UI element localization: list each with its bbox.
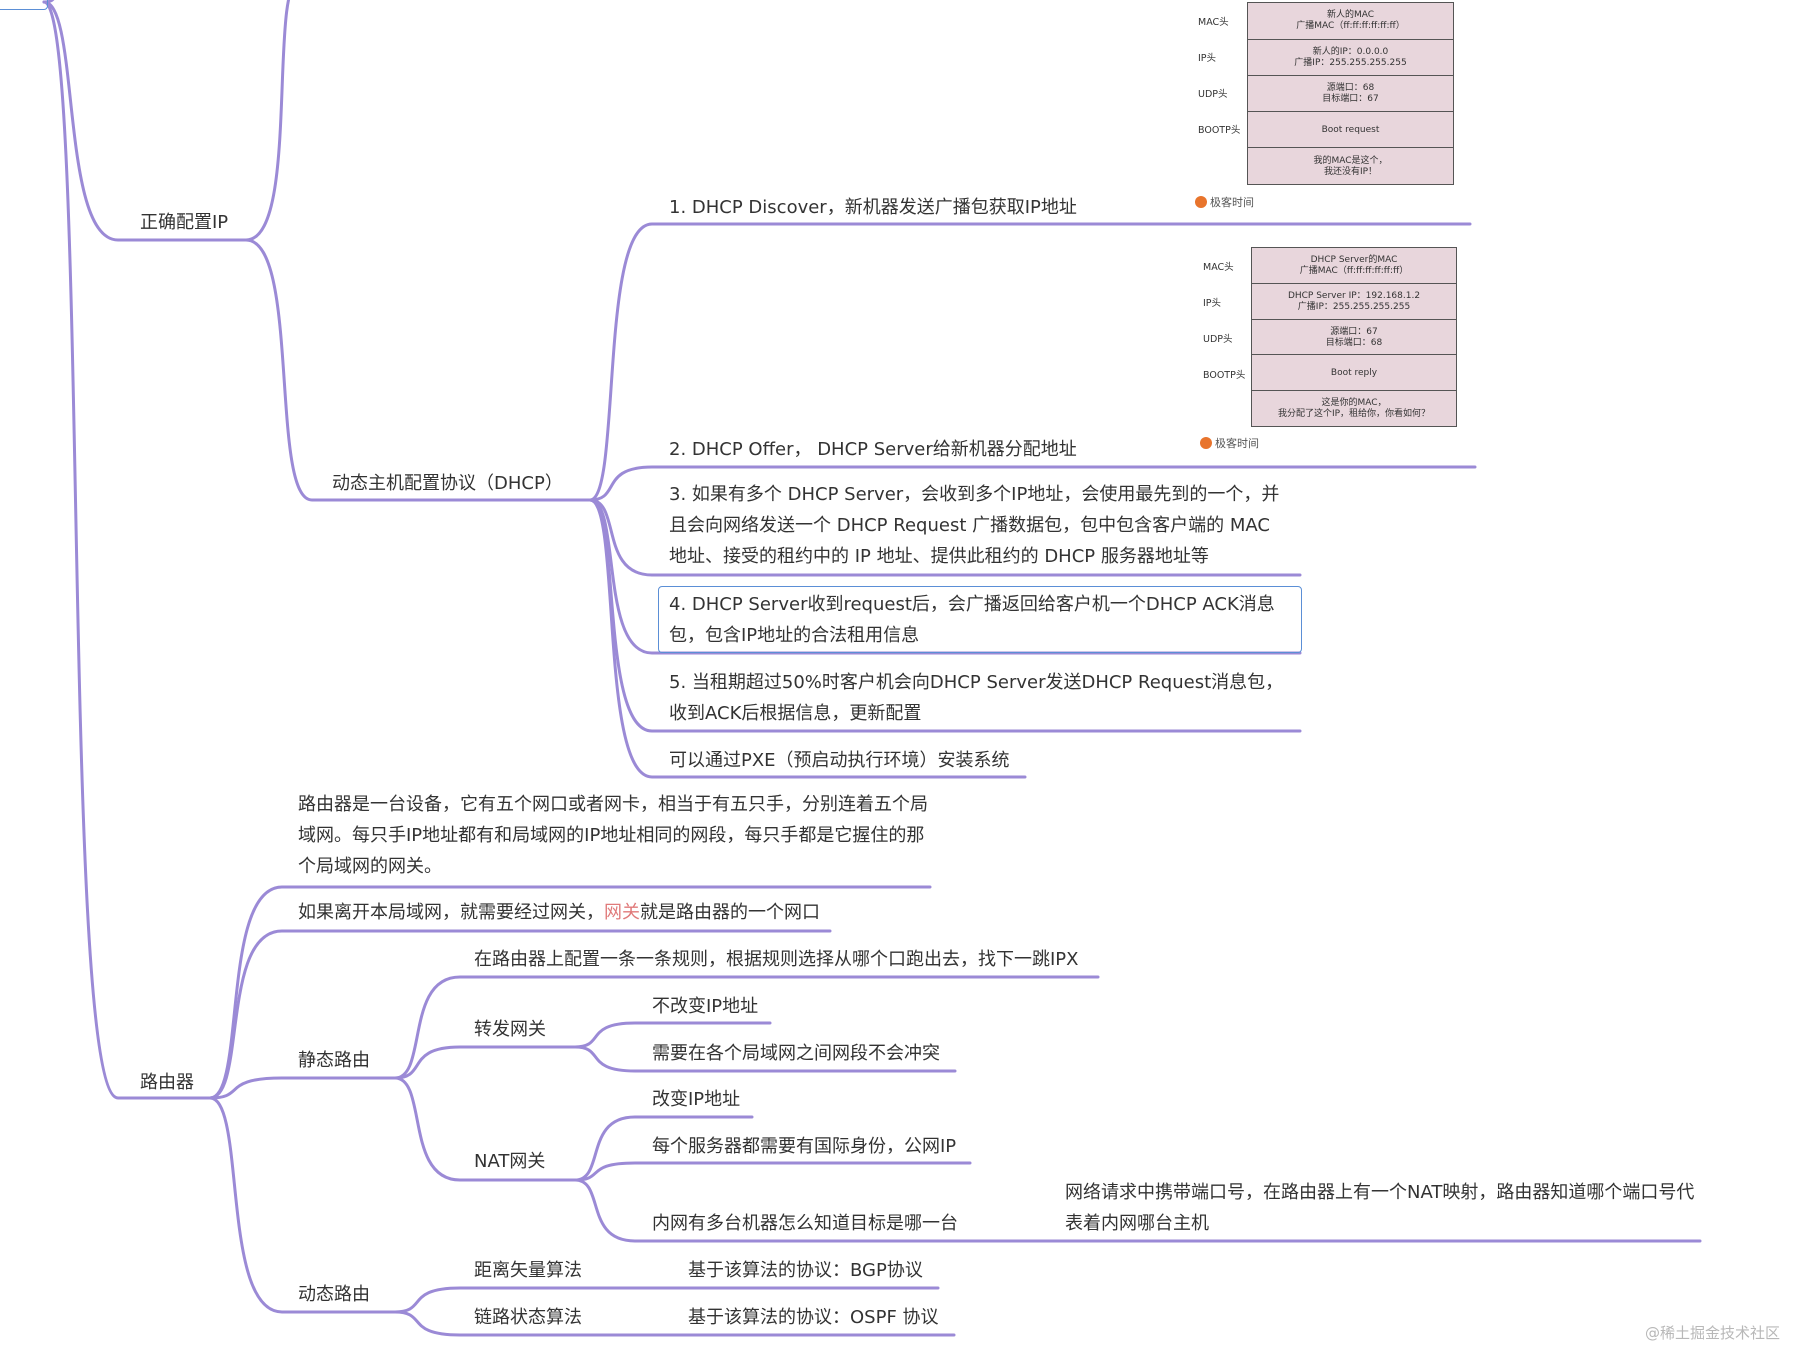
- connector-nat-gateway: [393, 1076, 577, 1182]
- connector-link-state: [393, 1310, 956, 1337]
- node-distance-vector[interactable]: 距离矢量算法: [474, 1260, 582, 1281]
- node-dhcp-ack[interactable]: 4. DHCP Server收到request后，会广播返回给客户机一个DHCP…: [669, 594, 1275, 646]
- connector-ip-config: [42, 0, 248, 242]
- node-which-host[interactable]: 内网有多台机器怎么知道目标是哪一台: [652, 1213, 958, 1234]
- node-dhcp-renew[interactable]: 5. 当租期超过50%时客户机会向DHCP Server发送DHCP Reque…: [669, 672, 1284, 724]
- connector-public-ip: [573, 1161, 972, 1182]
- root-node-fragment[interactable]: [0, 0, 48, 10]
- node-dhcp[interactable]: 动态主机配置协议（DHCP）: [332, 473, 563, 494]
- packet-label-ip: IP头: [1203, 298, 1222, 309]
- node-dynamic-route[interactable]: 动态路由: [298, 1284, 370, 1305]
- watermark: @稀土掘金技术社区: [1645, 1324, 1781, 1342]
- node-ospf[interactable]: 基于该算法的协议：OSPF 协议: [688, 1307, 939, 1328]
- node-change-ip[interactable]: 改变IP地址: [652, 1089, 741, 1110]
- node-link-state[interactable]: 链路状态算法: [474, 1307, 582, 1328]
- connector-static-route: [208, 1076, 397, 1100]
- connector-dhcp-offer: [588, 465, 1477, 502]
- connector-gateway: [208, 929, 832, 1100]
- node-forward-gateway[interactable]: 转发网关: [474, 1019, 546, 1040]
- node-public-ip[interactable]: 每个服务器都需要有国际身份，公网IP: [652, 1136, 957, 1157]
- node-nat-gateway[interactable]: NAT网关: [474, 1151, 546, 1172]
- node-bgp[interactable]: 基于该算法的协议：BGP协议: [688, 1260, 923, 1281]
- node-static-rule[interactable]: 在路由器上配置一条一条规则，根据规则选择从哪个口跑出去，找下一跳IPX: [474, 949, 1079, 970]
- node-no-change-ip[interactable]: 不改变IP地址: [652, 996, 759, 1017]
- connector-static-rule: [393, 975, 1100, 1080]
- node-no-conflict[interactable]: 需要在各个局域网之间网段不会冲突: [652, 1043, 940, 1064]
- packet-label-udp: UDP头: [1203, 334, 1233, 345]
- packet-label-ip: IP头: [1198, 53, 1217, 64]
- node-pxe[interactable]: 可以通过PXE（预启动执行环境）安装系统: [669, 750, 1010, 771]
- node-gateway[interactable]: 如果离开本局域网，就需要经过网关，网关就是路由器的一个网口: [298, 897, 820, 928]
- gateway-text-post: 就是路由器的一个网口: [640, 902, 820, 923]
- geektime-icon: [1200, 437, 1212, 449]
- connector-no-change-ip: [573, 1021, 772, 1049]
- packet-label-mac: MAC头: [1203, 262, 1234, 273]
- node-dhcp-ack-selected[interactable]: [658, 586, 1302, 653]
- packet-field-payload: 我的MAC是这个，我还没有IP！: [1248, 147, 1453, 185]
- geektime-logo: 极客时间: [1195, 194, 1254, 210]
- connector-no-conflict: [573, 1045, 957, 1073]
- connector-forward-gateway: [393, 1045, 577, 1080]
- packet-field-bootp: Boot reply: [1252, 354, 1456, 391]
- packet-field-payload: 这是你的MAC，我分配了这个IP，租给你，你看如何？: [1252, 390, 1456, 427]
- geektime-logo: 极客时间: [1200, 435, 1259, 451]
- gateway-highlight: 网关: [604, 902, 640, 923]
- node-dhcp-discover[interactable]: 1. DHCP Discover，新机器发送广播包获取IP地址: [669, 197, 1077, 218]
- gateway-text-pre: 如果离开本局域网，就需要经过网关，: [298, 902, 604, 923]
- connector-dhcp-discover: [588, 222, 1472, 502]
- node-static-route[interactable]: 静态路由: [298, 1050, 370, 1071]
- connector-which-host: [573, 1178, 1702, 1243]
- node-router-desc[interactable]: 路由器是一台设备，它有五个网口或者网卡，相当于有五只手，分别连着五个局域网。每只…: [298, 794, 928, 877]
- packet-label-udp: UDP头: [1198, 89, 1228, 100]
- connector-distance-vector: [393, 1286, 940, 1314]
- connector-dynamic-route: [208, 1096, 397, 1314]
- connector-dhcp: [244, 238, 592, 502]
- node-router[interactable]: 路由器: [140, 1072, 194, 1093]
- node-dhcp-request[interactable]: 3. 如果有多个 DHCP Server，会收到多个IP地址，会使用最先到的一个…: [669, 484, 1280, 567]
- packet-label-bootp: BOOTP头: [1198, 125, 1241, 136]
- connector-ip-config-up: [244, 0, 291, 242]
- connector-dhcp-request: [588, 498, 1302, 577]
- connector-pxe: [588, 498, 1027, 779]
- geektime-icon: [1195, 196, 1207, 208]
- node-ip-config[interactable]: 正确配置IP: [140, 212, 229, 233]
- packet-field-bootp: Boot request: [1248, 111, 1453, 148]
- connector-change-ip: [573, 1115, 754, 1182]
- packet-label-mac: MAC头: [1198, 17, 1229, 28]
- node-nat-mapping[interactable]: 网络请求中携带端口号，在路由器上有一个NAT映射，路由器知道哪个端口号代表着内网…: [1065, 1182, 1695, 1234]
- connector-router: [42, 0, 212, 1100]
- packet-label-bootp: BOOTP头: [1203, 370, 1246, 381]
- node-dhcp-offer[interactable]: 2. DHCP Offer， DHCP Server给新机器分配地址: [669, 439, 1077, 460]
